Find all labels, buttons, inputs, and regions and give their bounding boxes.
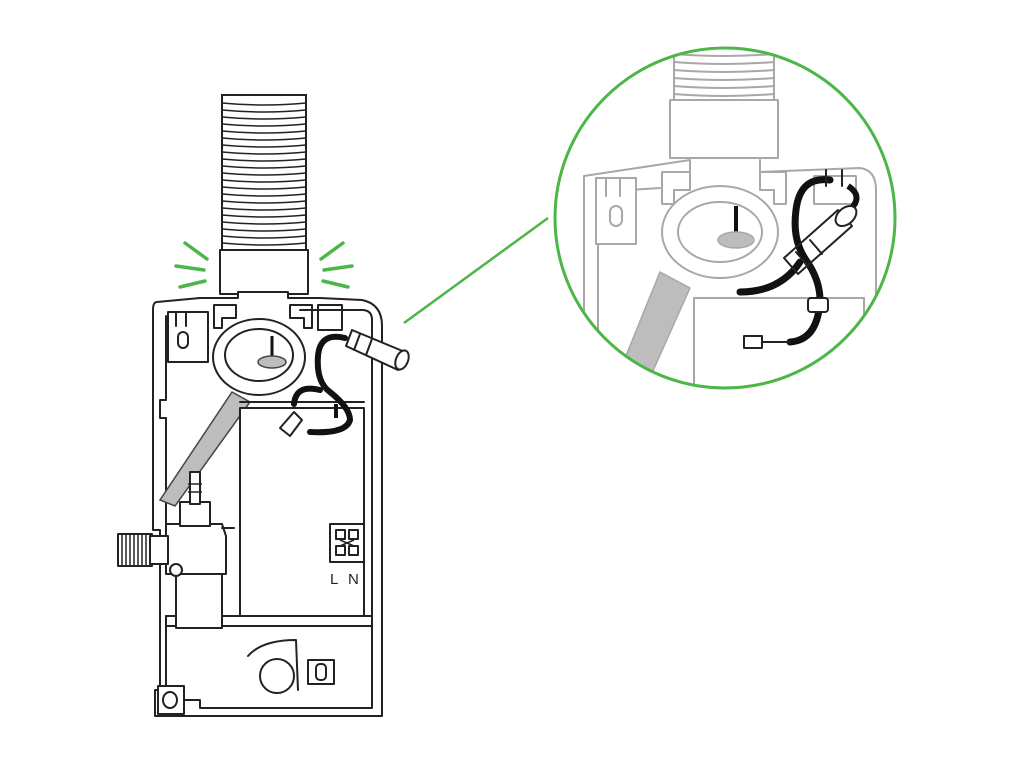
- magnifier-circle-icon: [553, 46, 897, 390]
- corrugated-hose-icon: [221, 94, 307, 251]
- drain-port: [259, 658, 295, 694]
- unit-illustration: L N: [117, 94, 410, 717]
- water-inlet-valve-icon: [117, 471, 235, 629]
- zoom-detail-view: [553, 46, 897, 390]
- callout-leader-line: [403, 216, 549, 325]
- inner-duct: [158, 391, 252, 507]
- outlet-ring: [212, 318, 306, 396]
- terminal-label-live: L: [330, 571, 338, 588]
- housing-inner-wall: [159, 309, 373, 709]
- cable-connector-icon: [279, 329, 410, 437]
- left-mounting-bracket: [167, 311, 209, 363]
- terminal-block-icon: [329, 523, 365, 563]
- hose-collar: [219, 249, 309, 295]
- terminal-label-neutral: N: [348, 571, 359, 588]
- electronics-panel: [239, 407, 365, 617]
- attention-rays-icon: [174, 241, 354, 289]
- cable-harness: [291, 333, 354, 436]
